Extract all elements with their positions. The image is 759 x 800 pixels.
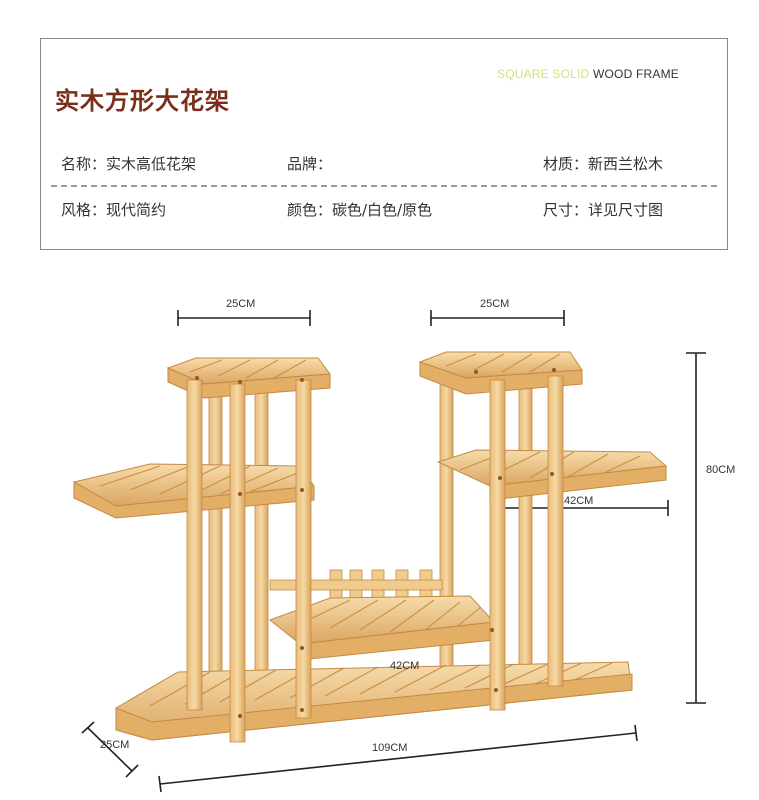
- screw-dots: [195, 368, 556, 718]
- spec-color: 颜色：碳色/白色/原色: [287, 201, 433, 219]
- dim-top-left-width: 25CM: [226, 298, 256, 310]
- dim-depth: 25CM: [100, 739, 130, 751]
- dim-total-width: 109CM: [372, 742, 408, 754]
- dim-right-shelf-width: 42CM: [564, 495, 594, 507]
- dim-middle-shelf-width: 42CM: [390, 660, 420, 672]
- subtitle-rest: WOOD FRAME: [589, 67, 679, 81]
- spec-size: 尺寸：详见尺寸图: [543, 201, 664, 219]
- front-posts: [186, 375, 564, 743]
- product-title: 实木方形大花架: [55, 87, 230, 115]
- spec-material: 材质：新西兰松木: [543, 155, 664, 173]
- subtitle-highlight: SQUARE SOLID: [497, 67, 590, 81]
- top-right-shelf: [418, 351, 583, 395]
- spec-style: 风格：现代简约: [61, 201, 167, 219]
- product-subtitle: SQUARE SOLID WOOD FRAME: [497, 67, 679, 81]
- spec-brand: 品牌：: [287, 155, 333, 173]
- top-left-shelf: [166, 357, 331, 399]
- product-info-box: SQUARE SOLID WOOD FRAME 实木方形大花架 名称：实木高低花…: [40, 38, 728, 250]
- dim-top-right-width: 25CM: [480, 298, 510, 310]
- dim-height: 80CM: [706, 464, 736, 476]
- dashed-divider: [51, 185, 717, 187]
- spec-name: 名称：实木高低花架: [61, 155, 197, 173]
